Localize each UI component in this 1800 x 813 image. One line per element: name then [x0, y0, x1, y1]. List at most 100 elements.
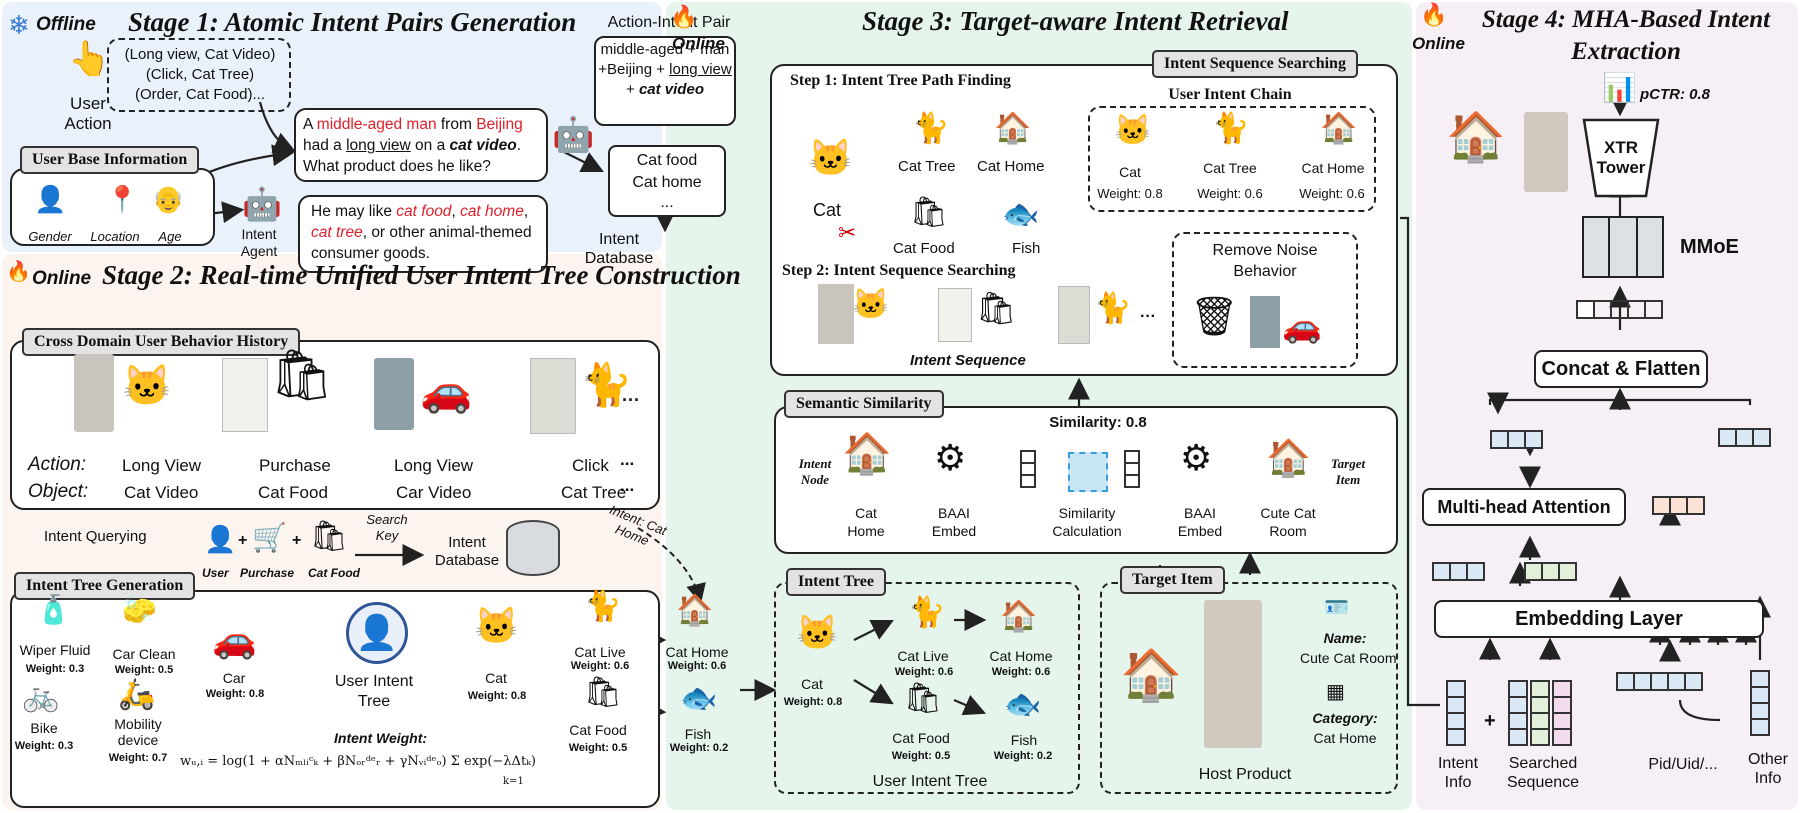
stage2-title: Stage 2: Real-time Unified User Intent T…	[102, 260, 741, 290]
node-carclean-weight: Weight: 0.5	[114, 664, 174, 676]
sim-cathome-icon: 🏠	[842, 432, 892, 476]
pair-title: Action-Intent Pair	[607, 14, 731, 31]
plus-sign: +	[1484, 710, 1496, 732]
cat-video-thumbnail	[74, 354, 114, 432]
prompt-bubble	[294, 108, 548, 182]
cat-home-path-icon: 🏠	[994, 112, 1032, 145]
input-intent-info: Intent Info	[1437, 755, 1479, 791]
weight-title: Intent Weight:	[334, 730, 428, 746]
sim-catroom-label: Cute Cat Room	[1260, 505, 1316, 539]
noise-car-icon: 🚗	[1282, 308, 1322, 344]
category-grid-icon: ▦	[1326, 681, 1345, 703]
chain-cattree: Cat Tree	[1203, 160, 1257, 176]
cat-food-bag-icon: 🛍	[270, 347, 334, 403]
sim-box	[774, 406, 1398, 554]
node-catlive: Cat Live	[574, 644, 626, 660]
node-wiper: Wiper Fluid	[19, 642, 91, 658]
robot-agent-icon: 🤖	[242, 186, 282, 222]
tree-catfood-icon: 🛍	[904, 682, 943, 715]
cat-tree-icon: 🐈	[580, 361, 633, 408]
embedding-block: Embedding Layer	[1434, 600, 1764, 638]
id-features-vector	[1616, 672, 1703, 692]
chain-cathome: Cat Home	[1301, 160, 1365, 176]
tree-gen-tag: Intent Tree Generation	[14, 572, 196, 600]
cat-home-icon: 🏠	[676, 594, 714, 627]
xtr-tower-shape	[1582, 118, 1660, 198]
path-cathome: Cat Home	[977, 158, 1045, 175]
intent-info-vector	[1446, 680, 1466, 746]
cat-mascot-icon: 🐱	[122, 364, 172, 408]
query-catfood: Cat Food	[308, 566, 360, 580]
mmoe-label: MMoE	[1680, 236, 1739, 258]
sim-cathome-label: Cat Home	[847, 505, 885, 539]
product-3: ...	[660, 194, 674, 211]
node-cathome: Cat Home	[665, 644, 729, 660]
mha-block: Multi-head Attention	[1422, 488, 1626, 526]
tree-gen-box	[10, 590, 660, 808]
pair-1: (Long view, Cat Video)	[124, 46, 276, 63]
seq-search-tag: Intent Sequence Searching	[1152, 50, 1358, 78]
action-3: Long View	[394, 456, 474, 475]
robot-icon: 🤖	[552, 116, 595, 154]
cart-icon: 🛒	[252, 522, 287, 553]
noise-box	[1172, 232, 1358, 368]
target-vector	[1652, 496, 1705, 516]
path-fish: Fish	[1012, 240, 1041, 257]
host-cathome-icon: 🏠	[1120, 647, 1183, 703]
tree-cat: Cat	[801, 676, 823, 692]
stage3-mode: Online	[672, 34, 725, 53]
scooter-icon: 🛵	[118, 678, 156, 711]
object-5: ...	[620, 476, 635, 495]
tree-catlive: Cat Live	[897, 648, 949, 664]
tree-cathome: Cat Home	[989, 648, 1053, 664]
s4-product-photo	[1524, 112, 1568, 192]
searched-seq-matrix	[1508, 680, 1572, 746]
seq-cattree-page	[1058, 286, 1090, 344]
input-other-info: Other Info	[1747, 751, 1788, 787]
concat-block: Concat & Flatten	[1534, 350, 1708, 388]
seq-vector-2	[1524, 562, 1577, 582]
formula-sum-index: k=1	[503, 776, 524, 787]
mmoe-block	[1582, 216, 1664, 278]
plus-1: +	[238, 532, 248, 549]
tree-fish-icon: 🐟	[1004, 688, 1042, 721]
chain-cathome-icon: 🏠	[1320, 112, 1358, 145]
base-gender: Gender	[28, 229, 72, 244]
sequence-label: Intent Sequence	[910, 352, 1026, 369]
querying-label: Intent Querying	[44, 528, 147, 545]
car-icon: 🚗	[212, 619, 257, 660]
products-box	[608, 145, 726, 217]
database-icon	[506, 520, 560, 576]
pair-box	[594, 36, 736, 126]
name-value: Cute Cat Room	[1300, 650, 1397, 666]
target-item-label: Target Item	[1330, 456, 1366, 487]
fire-icon-s4: 🔥	[1420, 2, 1448, 27]
path-cattree: Cat Tree	[898, 158, 956, 175]
base-age: Age	[158, 229, 182, 244]
noise-title: Remove Noise Behavior	[1212, 242, 1318, 280]
cat-tree-path-icon: 🐈	[912, 112, 950, 145]
stage4-mode: Online	[1412, 34, 1465, 53]
tree-cat-weight: Weight: 0.8	[783, 696, 843, 708]
pctr-label: pCTR: 0.8	[1640, 86, 1711, 103]
node-catfood-weight: Weight: 0.5	[568, 742, 628, 754]
intent-agent-label: Intent Agent	[240, 226, 278, 259]
stage1-title: Stage 1: Atomic Intent Pairs Generation	[128, 7, 577, 37]
query-purchase: Purchase	[240, 566, 295, 580]
seq-cat-video	[818, 284, 854, 344]
tree-caption: User Intent Tree	[872, 773, 988, 790]
intent-tree-tag: Intent Tree	[786, 568, 886, 596]
seq-ellipsis: ···	[1140, 308, 1156, 325]
name-label: Name:	[1323, 630, 1367, 646]
tree-cathome-weight: Weight: 0.6	[991, 666, 1051, 678]
stage2-mode: Online	[32, 268, 92, 289]
stage4-title-1: Stage 4: MHA-Based Intent	[1481, 6, 1771, 33]
location-pin-icon: 📍	[106, 184, 139, 214]
s1-db-label: Intent Database	[584, 231, 654, 267]
node-bike: Bike	[30, 720, 58, 736]
fire-icon: 🔥	[6, 261, 31, 283]
action-label: Action:	[28, 454, 87, 475]
noise-car-video	[1250, 296, 1280, 348]
tree-fish: Fish	[1010, 732, 1038, 748]
vector-right	[1124, 450, 1140, 490]
